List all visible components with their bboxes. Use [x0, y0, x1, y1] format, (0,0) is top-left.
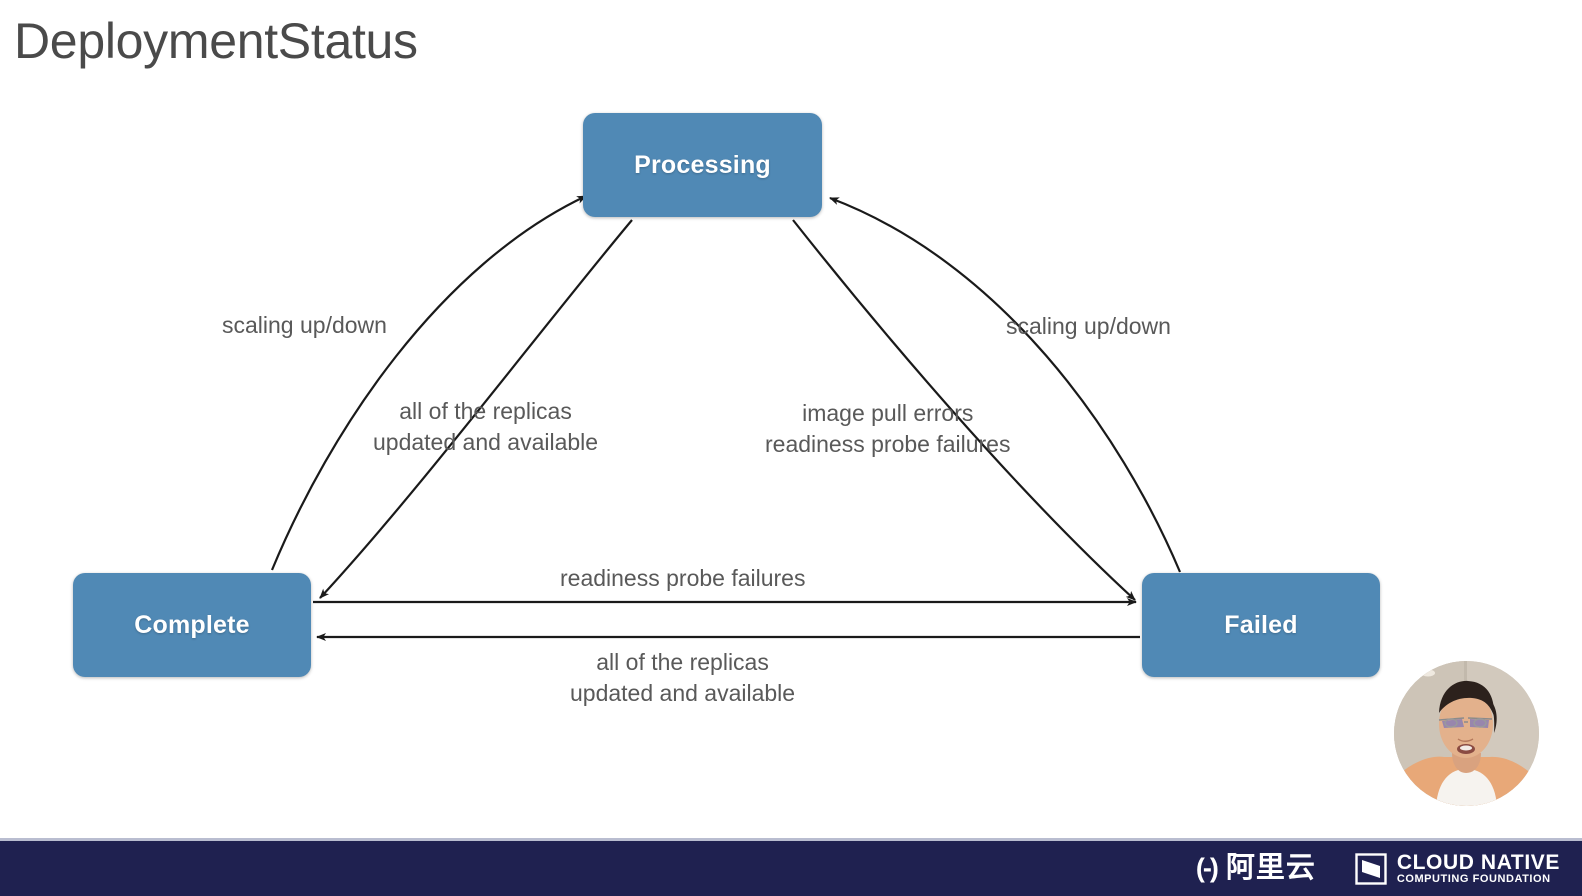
- aliyun-logo: (-) 阿里云: [1196, 854, 1316, 883]
- cncf-logo-text: CLOUD NATIVE COMPUTING FOUNDATION: [1396, 850, 1560, 886]
- cncf-subtitle: COMPUTING FOUNDATION: [1396, 872, 1551, 885]
- edge-label-complete-to-processing: scaling up/down: [222, 312, 387, 338]
- edge-label-failed-to-complete: all of the replicas updated and availabl…: [570, 649, 796, 706]
- state-node-failed[interactable]: Failed: [1142, 573, 1380, 677]
- cncf-logo: CLOUD NATIVE COMPUTING FOUNDATION: [1354, 850, 1560, 886]
- edge-failed-to-processing: [829, 196, 1182, 573]
- state-node-complete[interactable]: Complete: [73, 573, 311, 677]
- edge-processing-to-failed: [792, 219, 1136, 601]
- edge-label-processing-to-failed: image pull errors readiness probe failur…: [765, 400, 1011, 457]
- footer-bar: (-) 阿里云 CLOUD NATIVE COMPUTING FOUNDATIO…: [0, 838, 1582, 896]
- presenter-webcam-overlay: [1394, 661, 1539, 806]
- page-title: DeploymentStatus: [14, 13, 418, 69]
- edge-label-complete-to-failed: readiness probe failures: [560, 565, 806, 591]
- edge-label-failed-to-processing: scaling up/down: [1006, 313, 1171, 339]
- cncf-mark-icon: [1355, 852, 1387, 885]
- state-diagram: Processing Complete Failed scaling up/do…: [73, 113, 1380, 706]
- edge-layer: [270, 195, 1182, 641]
- cncf-title: CLOUD NATIVE: [1396, 850, 1560, 874]
- state-node-processing[interactable]: Processing: [583, 113, 822, 217]
- edge-processing-to-complete: [319, 219, 633, 599]
- edge-label-processing-to-complete: all of the replicas updated and availabl…: [373, 398, 599, 455]
- edge-complete-to-processing: [270, 195, 587, 571]
- aliyun-logo-text: 阿里云: [1225, 852, 1316, 884]
- presenter-portrait: [1394, 661, 1539, 806]
- aliyun-bracket-icon: (-): [1195, 853, 1219, 883]
